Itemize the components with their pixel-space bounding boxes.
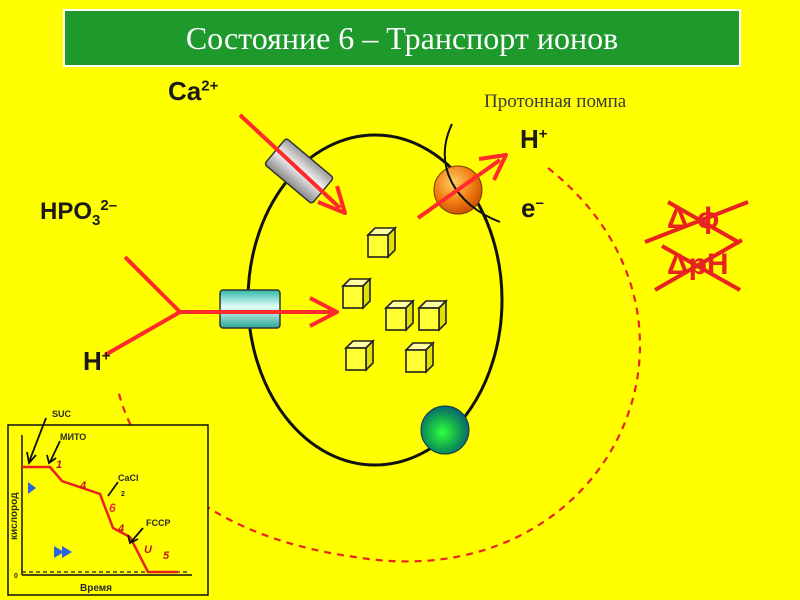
- graph-fccp-label: FCCP: [146, 518, 171, 528]
- phosphate-symport-arrow: [104, 255, 339, 357]
- calcium-import-arrow: [238, 113, 347, 215]
- delta-phi-label: Δ ϕ: [667, 202, 720, 235]
- atp-synthase-ball: [420, 405, 470, 455]
- proton-out-label: H+: [520, 124, 548, 154]
- cube-2: [342, 278, 371, 309]
- oxygen-graph: SUC МИТО CaCl 2 FCCP 1 4 6 4 U 5 0 Время…: [7, 409, 209, 596]
- cube-5: [345, 340, 374, 371]
- graph-cacl-label: CaCl: [118, 473, 139, 483]
- graph-zero-label: 0: [14, 573, 18, 580]
- graph-marker-1: [28, 482, 36, 494]
- graph-state-1: 1: [56, 459, 62, 471]
- slide-title: Состояние 6 – Транспорт ионов: [185, 19, 619, 56]
- fccp-arrow: [130, 527, 144, 543]
- suc-arrow: [28, 417, 47, 463]
- cube-6: [405, 342, 434, 373]
- proton-in-label: H+: [83, 346, 111, 376]
- crossed-gradient-marks: [644, 200, 749, 292]
- title-bar: Состояние 6 – Транспорт ионов: [63, 9, 741, 67]
- graph-x-label: Время: [80, 583, 112, 594]
- cube-4: [418, 300, 447, 331]
- cacl-arrow: [107, 481, 119, 497]
- graph-y-label: кислород: [9, 492, 20, 540]
- delta-ph-label: ΔpH: [667, 248, 729, 281]
- cube-3: [385, 300, 414, 331]
- phosphate-channel: [219, 289, 281, 329]
- graph-suc-label: SUC: [52, 409, 72, 419]
- phosphate-ion-label: HPO32–: [40, 197, 118, 229]
- calcium-ion-label: Ca2+: [168, 76, 219, 106]
- graph-cacl-sub: 2: [121, 491, 125, 498]
- cube-1: [367, 227, 396, 258]
- mito-arrow: [49, 440, 61, 463]
- graph-state-5: 5: [163, 550, 170, 562]
- graph-state-u: U: [144, 544, 153, 556]
- graph-state-4a: 4: [79, 480, 86, 492]
- electron-label: e–: [521, 193, 544, 223]
- calcium-phosphate-cubes: [342, 227, 447, 373]
- proton-pump-label: Протонная помпа: [484, 91, 627, 112]
- oxygen-trace: [22, 465, 178, 574]
- graph-frame: [7, 424, 209, 596]
- graph-state-6: 6: [109, 501, 116, 515]
- graph-mito-label: МИТО: [60, 432, 86, 442]
- proton-pump-arrow: [416, 153, 508, 220]
- graph-state-4b: 4: [117, 523, 124, 535]
- proton-pump-ball: [433, 123, 501, 223]
- graph-marker-2: [54, 546, 64, 558]
